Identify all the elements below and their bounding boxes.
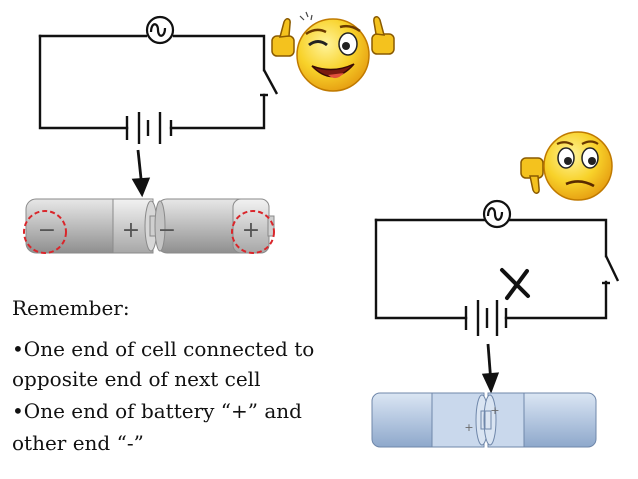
correct-battery-pair: − + − + bbox=[23, 198, 275, 254]
negative-end-highlight bbox=[23, 210, 67, 254]
bullet-1-line-2: opposite end of next cell bbox=[12, 367, 261, 391]
arrow-down-icon bbox=[131, 149, 151, 198]
top-circuit bbox=[38, 34, 266, 130]
cell-2-minus-sign: − bbox=[158, 218, 176, 243]
blue-cell-1 bbox=[371, 392, 489, 448]
battery-symbol-icon bbox=[464, 300, 508, 336]
bulb-icon bbox=[145, 15, 175, 45]
switch-icon bbox=[260, 69, 279, 97]
bullet-2-line-1: •One end of battery “+” and bbox=[12, 399, 302, 423]
remember-heading: Remember: bbox=[12, 296, 130, 320]
blue-cell-2-plus-sign: + bbox=[490, 404, 499, 417]
bottom-circuit-wire bbox=[504, 280, 608, 320]
blue-cell-1-plus-sign: + bbox=[464, 421, 473, 434]
thumbs-up-emoji-icon bbox=[271, 11, 395, 92]
bottom-circuit-wire bbox=[374, 218, 468, 320]
cell-1-minus-sign: − bbox=[38, 218, 56, 243]
bottom-circuit bbox=[374, 218, 608, 320]
switch-icon bbox=[602, 255, 620, 285]
bullet-2-line-2: other end “-” bbox=[12, 431, 144, 455]
top-circuit-wire bbox=[38, 34, 129, 130]
blue-cell-2 bbox=[483, 392, 597, 448]
top-circuit-wire bbox=[169, 93, 266, 130]
bulb-icon bbox=[482, 199, 512, 229]
cell-2-plus-sign: + bbox=[242, 218, 260, 243]
wrong-battery-pair: + + bbox=[371, 392, 597, 448]
cross-mark-icon bbox=[500, 268, 530, 300]
positive-end-highlight bbox=[231, 210, 275, 254]
bottom-circuit-wire bbox=[508, 218, 608, 258]
bullet-1-line-1: •One end of cell connected to bbox=[12, 337, 315, 361]
arrow-down-icon bbox=[481, 343, 500, 394]
cell-1-plus-sign: + bbox=[122, 218, 140, 243]
top-circuit-wire bbox=[172, 34, 266, 72]
thumbs-down-emoji-icon bbox=[520, 131, 613, 201]
battery-symbol-icon bbox=[125, 112, 173, 144]
